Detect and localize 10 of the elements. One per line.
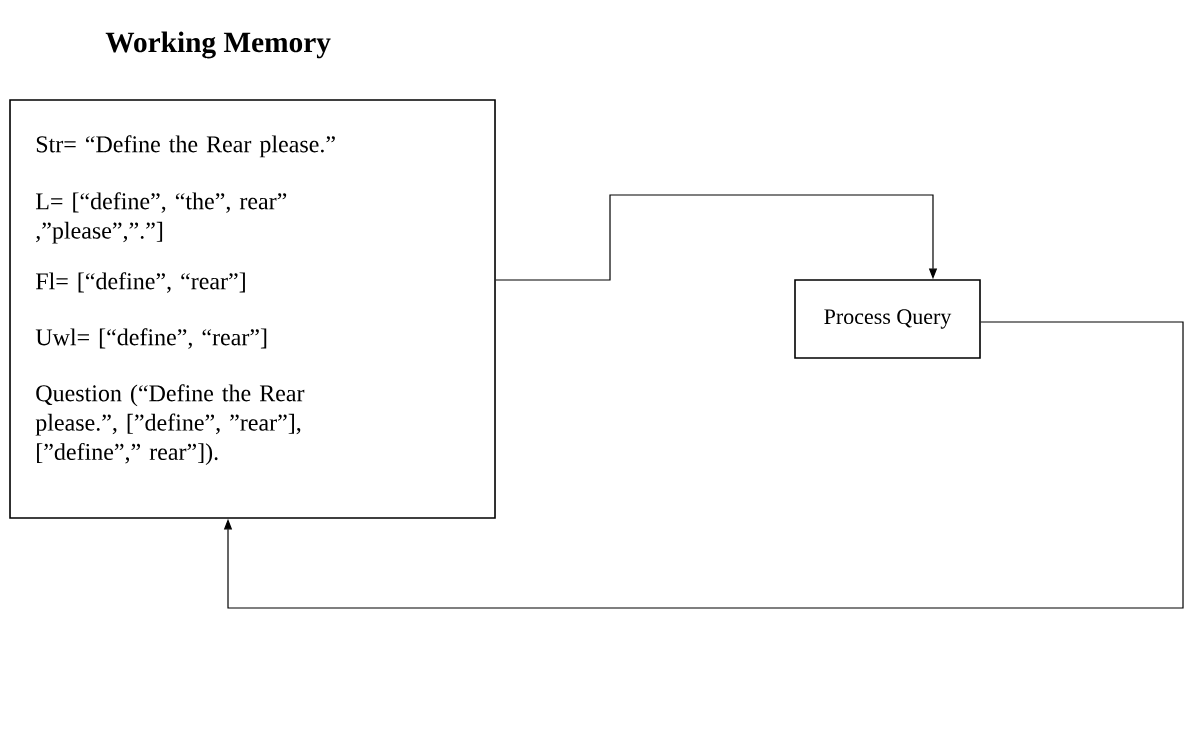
node-label: Question (“Define the Rear please.”, [”define”, ”rear”], [”define”,” rear”]). [35,384,305,465]
node-label: Str= “Define the Rear please.” [36,135,335,158]
node-label: L= [“define”, “the”, rear” ,”please”,”.”] [35,192,287,244]
arrow [495,194,938,281]
node-label: Fl= [“define”, “rear”] [35,272,245,293]
node-label: Uwl= [“define”, “rear”] [35,328,267,349]
arrow [223,321,1184,609]
process-box: Process Query [794,279,981,359]
box-heading: Working Memory [105,31,331,59]
memory-box: Str= “Define the Rear please.” L= [“define”, “the”, rear” ,”please”,”.”] Fl= [“define”, “rear”] Uwl= [“define”, “rear”] Question (“Define the Rear please.”, [”define”, ”rear”], [”define”,” rear”]). [9,99,496,519]
